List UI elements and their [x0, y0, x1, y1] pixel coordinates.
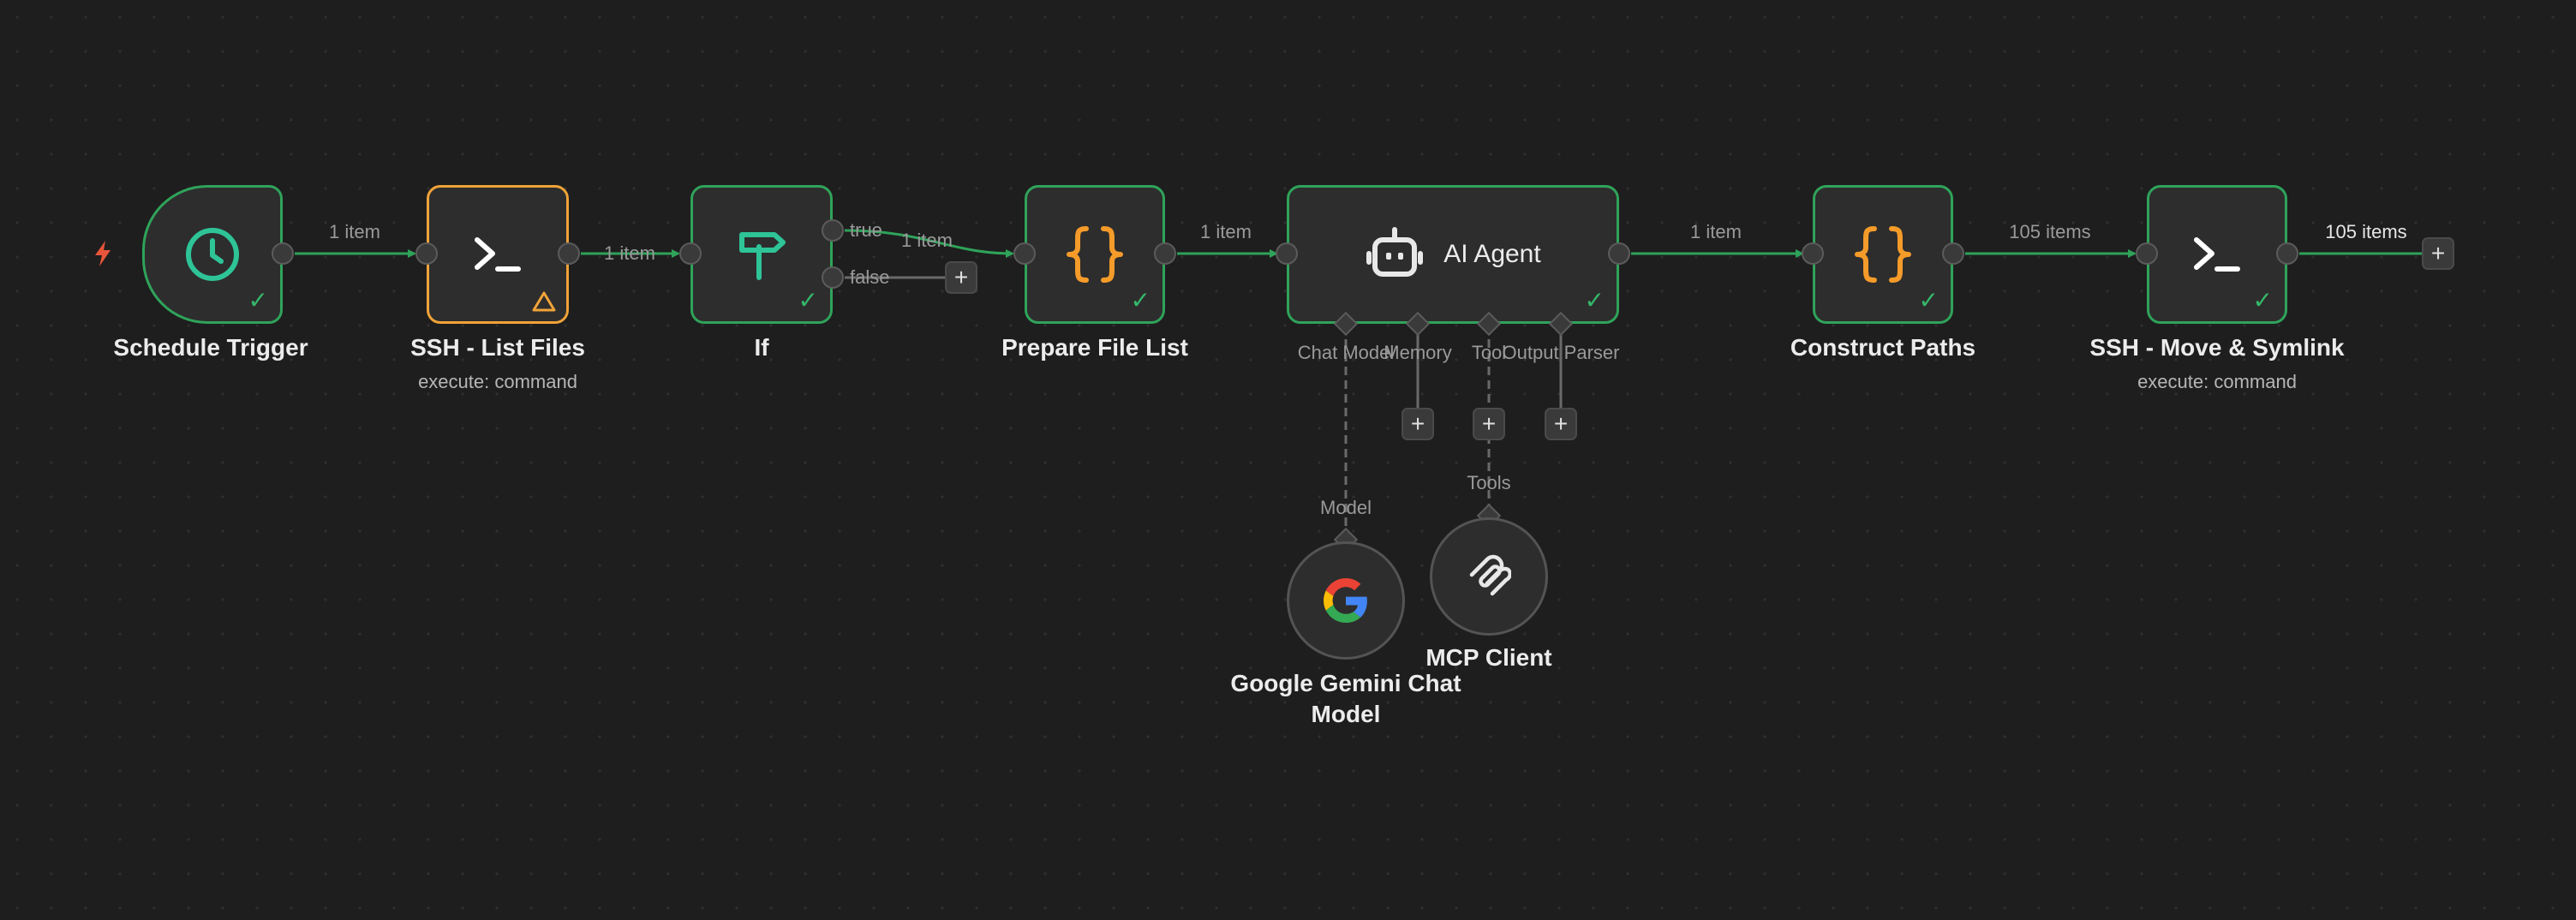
output-label-true: true: [850, 219, 882, 241]
output-label-false: false: [850, 266, 890, 288]
output-handle-false[interactable]: [822, 266, 844, 289]
mcp-icon: [1469, 554, 1511, 596]
terminal-icon: [2194, 237, 2240, 272]
connection-label: 105 items: [2325, 221, 2407, 242]
success-check-icon: ✓: [798, 287, 818, 314]
output-handle-true[interactable]: [822, 219, 844, 242]
input-handle[interactable]: [1802, 242, 1824, 265]
node-title-mcp-client: MCP Client: [1425, 644, 1552, 671]
node-ssh-move-symlink[interactable]: ✓: [2147, 185, 2287, 324]
node-title-ai-agent: AI Agent: [1443, 240, 1541, 268]
connection-if-true-prepare: [844, 229, 1014, 258]
success-check-icon: ✓: [1918, 287, 1939, 314]
node-title-google-gemini-chat-model: Google Gemini Chat Model: [1230, 670, 1461, 727]
node-title-ssh-move-symlink: SSH - Move & Symlink: [2089, 334, 2345, 361]
input-handle[interactable]: [1276, 242, 1298, 265]
node-schedule-trigger[interactable]: ✓: [142, 185, 283, 324]
connection-label: 105 items: [2009, 221, 2091, 242]
output-handle[interactable]: [558, 242, 580, 265]
robot-icon: [1366, 227, 1424, 277]
port-label-chat-model: Chat Model: [1297, 342, 1395, 363]
connection-label: 1 item: [1690, 221, 1742, 242]
node-ai-agent[interactable]: AI Agent ✓: [1287, 185, 1619, 324]
node-title-ssh-list-files: SSH - List Files: [410, 334, 585, 361]
input-handle[interactable]: [415, 242, 438, 265]
success-check-icon: ✓: [2252, 287, 2273, 314]
node-prepare-file-list[interactable]: ✓: [1025, 185, 1165, 324]
node-title-prepare-file-list: Prepare File List: [1001, 334, 1188, 361]
port-label-output-parser: Output Parser: [1502, 342, 1620, 363]
input-handle[interactable]: [679, 242, 702, 265]
add-node-button[interactable]: +: [945, 261, 977, 294]
code-braces-icon: [1067, 226, 1123, 283]
output-handle[interactable]: [1154, 242, 1176, 265]
node-if[interactable]: ✓: [690, 185, 833, 324]
node-title-schedule-trigger: Schedule Trigger: [113, 334, 308, 361]
port-label-tools: Tools: [1467, 472, 1511, 493]
code-braces-icon: [1855, 226, 1911, 283]
port-label-model: Model: [1320, 497, 1372, 518]
add-tool-button[interactable]: +: [1473, 408, 1505, 440]
connection-label: 1 item: [604, 242, 655, 264]
node-subtitle-ssh-list-files: execute: command: [418, 371, 577, 392]
clock-icon: [186, 228, 239, 281]
terminal-icon: [475, 237, 521, 272]
connection-label: 1 item: [901, 230, 953, 251]
output-handle[interactable]: [1942, 242, 1964, 265]
input-handle[interactable]: [2136, 242, 2158, 265]
node-construct-paths[interactable]: ✓: [1813, 185, 1953, 324]
warning-icon: [532, 291, 556, 312]
node-ssh-list-files[interactable]: [427, 185, 569, 324]
output-handle[interactable]: [2276, 242, 2298, 265]
connection-label: 1 item: [1200, 221, 1252, 242]
node-title-construct-paths: Construct Paths: [1790, 334, 1976, 361]
port-label-memory: Memory: [1384, 342, 1452, 363]
node-mcp-client[interactable]: [1430, 517, 1548, 636]
connection-label: 1 item: [329, 221, 380, 242]
success-check-icon: ✓: [248, 287, 268, 314]
output-handle[interactable]: [272, 242, 294, 265]
success-check-icon: ✓: [1584, 287, 1605, 314]
success-check-icon: ✓: [1130, 287, 1151, 314]
signpost-icon: [739, 232, 786, 280]
port-label-tool: Tool: [1471, 342, 1507, 363]
output-handle[interactable]: [1608, 242, 1630, 265]
add-output-parser-button[interactable]: +: [1545, 408, 1577, 440]
node-google-gemini-chat-model[interactable]: [1287, 541, 1405, 660]
add-memory-button[interactable]: +: [1402, 408, 1434, 440]
add-node-button[interactable]: +: [2422, 237, 2454, 270]
google-g-icon: [1324, 578, 1367, 623]
node-subtitle-ssh-move-symlink: execute: command: [2137, 371, 2297, 392]
trigger-bolt-icon: [95, 241, 111, 266]
node-title-if: If: [754, 334, 769, 361]
input-handle[interactable]: [1013, 242, 1036, 265]
